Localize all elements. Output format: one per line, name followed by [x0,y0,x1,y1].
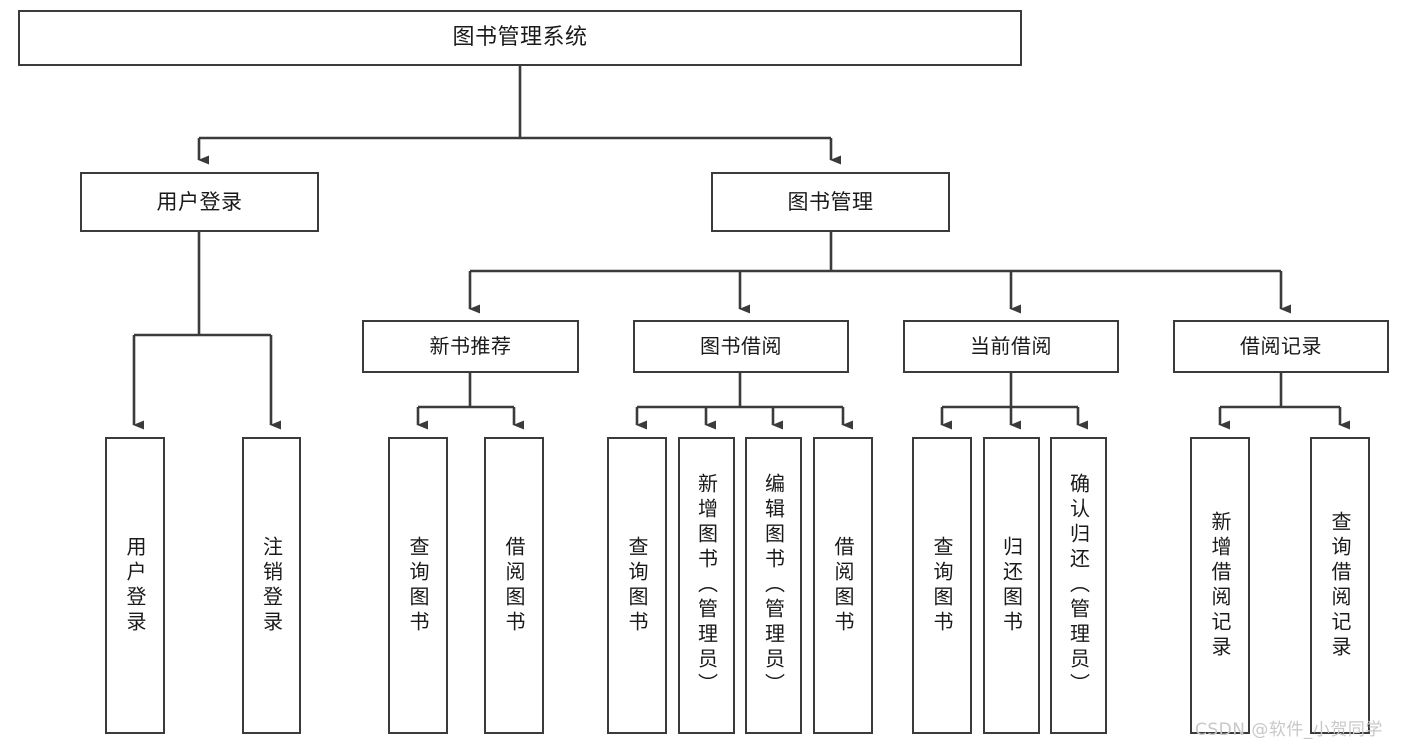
leaf-user-login-label: 用户登录 [123,535,147,636]
node-current-borrow[interactable]: 当前借阅 [903,320,1119,373]
leaf-query-book-recommend-label: 查询图书 [406,535,430,636]
node-book-management-label: 图书管理 [787,189,874,214]
node-borrow-record-label: 借阅记录 [1240,334,1322,358]
csdn-watermark: CSDN @软件_小贺同学 [1195,720,1383,740]
leaf-confirm-return-admin[interactable]: 确认归还（管理员） [1050,437,1107,734]
node-user-login[interactable]: 用户登录 [80,172,319,232]
node-new-book-recommend-label: 新书推荐 [429,334,512,358]
leaf-borrow-book-label: 借阅图书 [831,535,855,636]
leaf-add-book-admin[interactable]: 新增图书（管理员） [678,437,735,734]
leaf-borrow-book-recommend[interactable]: 借阅图书 [484,437,544,734]
leaf-query-book-borrow[interactable]: 查询图书 [607,437,667,734]
leaf-return-book-label: 归还图书 [999,535,1024,636]
leaf-add-borrow-record[interactable]: 新增借阅记录 [1190,437,1250,734]
leaf-query-book-current-label: 查询图书 [930,535,954,636]
node-book-borrow-label: 图书借阅 [700,334,782,358]
node-new-book-recommend[interactable]: 新书推荐 [362,320,579,373]
leaf-logout[interactable]: 注销登录 [242,437,301,734]
node-root-label: 图书管理系统 [452,25,588,51]
leaf-user-login[interactable]: 用户登录 [105,437,165,734]
leaf-edit-book-admin[interactable]: 编辑图书（管理员） [745,437,802,734]
leaf-confirm-return-admin-label: 确认归还（管理员） [1066,473,1091,698]
node-book-borrow[interactable]: 图书借阅 [633,320,849,373]
leaf-logout-label: 注销登录 [259,535,284,636]
leaf-query-borrow-record[interactable]: 查询借阅记录 [1310,437,1370,734]
leaf-edit-book-admin-label: 编辑图书（管理员） [761,473,786,698]
leaf-query-book-borrow-label: 查询图书 [625,535,649,636]
leaf-query-borrow-record-label: 查询借阅记录 [1328,510,1352,661]
node-book-management[interactable]: 图书管理 [711,172,950,232]
node-root[interactable]: 图书管理系统 [18,10,1022,66]
leaf-query-book-recommend[interactable]: 查询图书 [388,437,448,734]
leaf-add-book-admin-label: 新增图书（管理员） [694,473,719,698]
leaf-borrow-book-recommend-label: 借阅图书 [502,535,526,636]
node-borrow-record[interactable]: 借阅记录 [1173,320,1389,373]
node-current-borrow-label: 当前借阅 [970,334,1052,358]
node-user-login-label: 用户登录 [156,189,243,214]
leaf-query-book-current[interactable]: 查询图书 [912,437,972,734]
leaf-return-book[interactable]: 归还图书 [983,437,1040,734]
leaf-borrow-book[interactable]: 借阅图书 [813,437,873,734]
leaf-add-borrow-record-label: 新增借阅记录 [1208,510,1232,661]
